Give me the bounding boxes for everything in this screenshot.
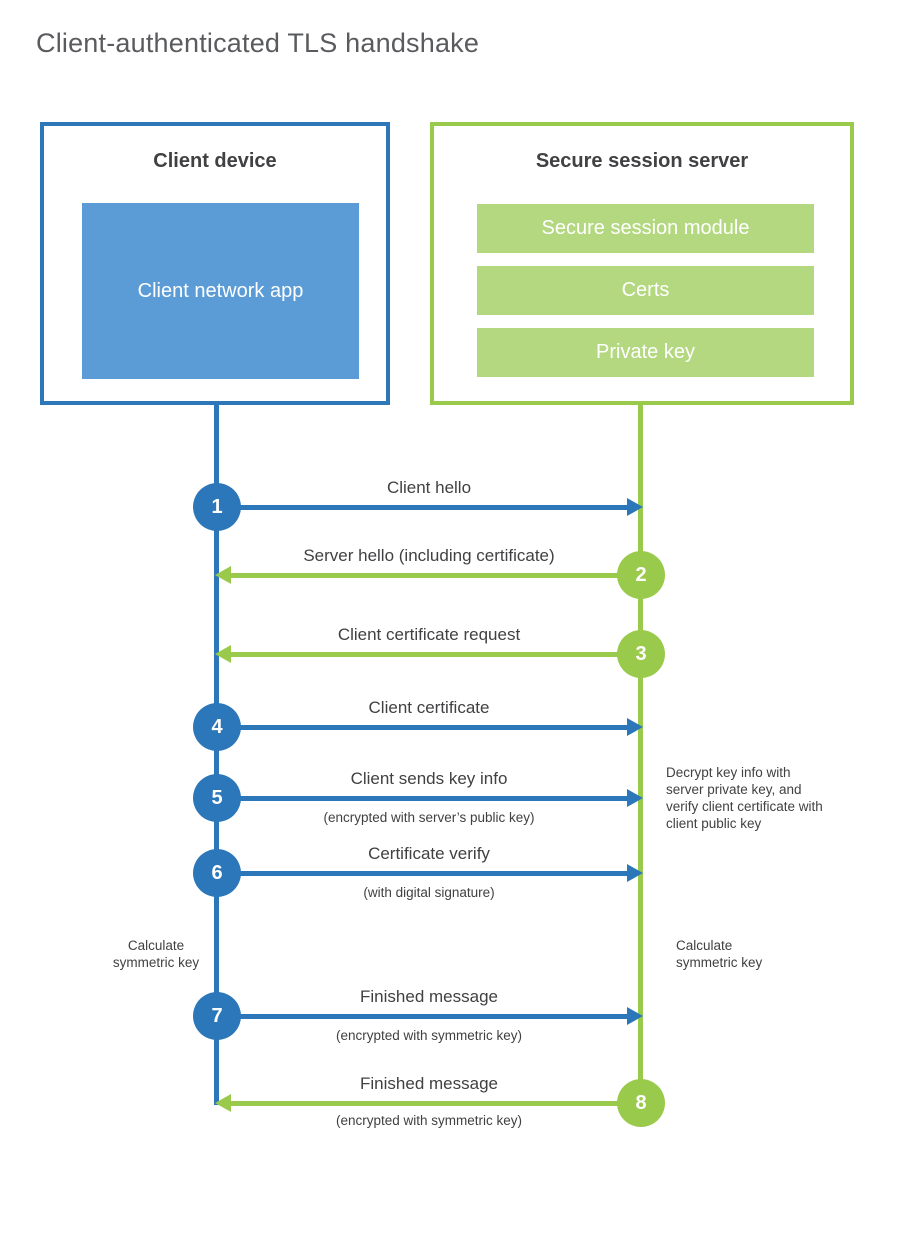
step-number-6: 6 bbox=[211, 861, 223, 884]
client-network-app-label: Client network app bbox=[137, 279, 304, 302]
message-label-finished-server: Finished message bbox=[360, 1074, 498, 1093]
message-label-server-hello: Server hello (including certificate) bbox=[303, 546, 555, 565]
step-number-2: 2 bbox=[635, 563, 647, 586]
note-calculate-symmetric-key-client: Calculate symmetric key bbox=[112, 938, 200, 970]
message-label-client-certificate: Client certificate bbox=[368, 698, 490, 717]
client-lifeline bbox=[214, 405, 219, 1105]
message-label-client-sends-key-info: Client sends key info bbox=[350, 769, 508, 788]
step-number-8: 8 bbox=[635, 1091, 647, 1114]
note-calculate-symmetric-key-server: Calculate symmetric key bbox=[676, 938, 763, 970]
message-sub-symmetric-key-client: (encrypted with symmetric key) bbox=[335, 1028, 523, 1043]
step-circle-2: 2 bbox=[617, 551, 665, 599]
step-number-4: 4 bbox=[211, 715, 223, 738]
step-circle-4: 4 bbox=[193, 703, 241, 751]
server-module-secure-session: Secure session module bbox=[477, 204, 814, 253]
note-decrypt-key-info: Decrypt key info with server private key… bbox=[666, 765, 823, 831]
secure-session-server-title: Secure session server bbox=[535, 150, 749, 172]
message-label-client-certificate-request: Client certificate request bbox=[337, 625, 521, 644]
secure-session-server-box: Secure session server Secure session mod… bbox=[430, 122, 854, 405]
message-sub-symmetric-key-server: (encrypted with symmetric key) bbox=[335, 1113, 523, 1128]
client-device-title: Client device bbox=[153, 150, 277, 172]
step-circle-1: 1 bbox=[193, 483, 241, 531]
client-device-box: Client device Client network app bbox=[40, 122, 390, 405]
step-circle-5: 5 bbox=[193, 774, 241, 822]
step-circle-6: 6 bbox=[193, 849, 241, 897]
page-title: Client-authenticated TLS handshake bbox=[36, 28, 480, 58]
message-label-client-hello: Client hello bbox=[386, 478, 472, 497]
server-module-private-key: Private key bbox=[477, 328, 814, 377]
step-number-3: 3 bbox=[635, 642, 647, 665]
step-circle-8: 8 bbox=[617, 1079, 665, 1127]
step-number-5: 5 bbox=[211, 786, 223, 809]
server-lifeline bbox=[638, 405, 643, 1105]
step-circle-3: 3 bbox=[617, 630, 665, 678]
server-module-certs: Certs bbox=[477, 266, 814, 315]
message-sub-encrypted-server-public-key: (encrypted with server’s public key) bbox=[323, 810, 535, 825]
client-network-app-box: Client network app bbox=[82, 203, 359, 379]
step-number-1: 1 bbox=[211, 495, 223, 518]
message-sub-digital-signature: (with digital signature) bbox=[363, 885, 495, 900]
step-number-7: 7 bbox=[211, 1004, 223, 1027]
message-label-certificate-verify: Certificate verify bbox=[368, 844, 490, 863]
step-circle-7: 7 bbox=[193, 992, 241, 1040]
message-label-finished-client: Finished message bbox=[360, 987, 498, 1006]
